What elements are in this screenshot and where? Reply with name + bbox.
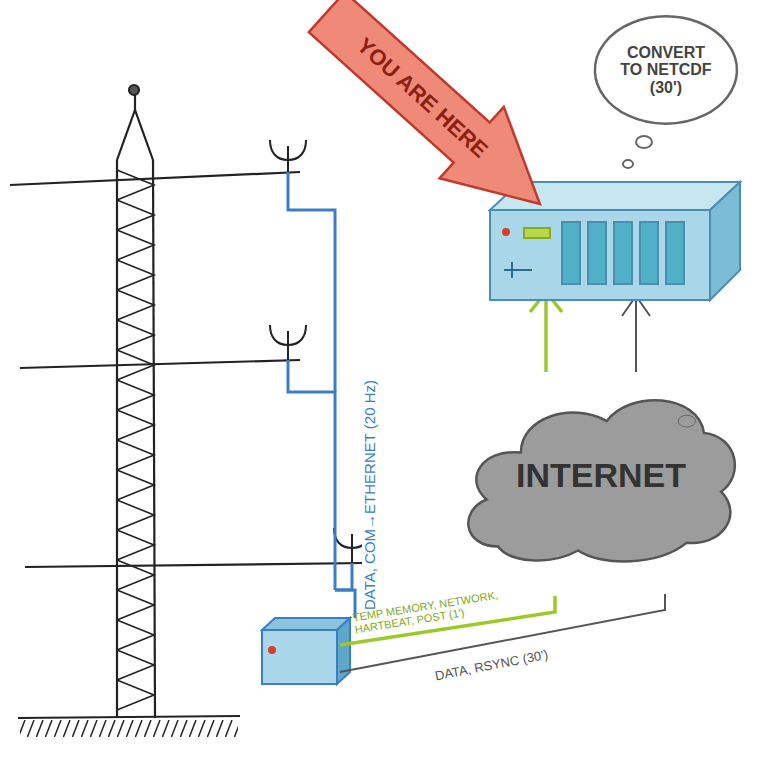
logger-box	[262, 618, 350, 684]
you-are-here-arrow: YOU ARE HERE	[294, 0, 571, 240]
data-cable	[288, 172, 355, 618]
internet-cloud: INTERNET	[458, 378, 744, 574]
thought-bubble: CONVERT TO NETCDF (30')	[592, 14, 740, 126]
met-tower	[10, 85, 370, 718]
ground	[18, 716, 240, 737]
thought-dots	[623, 136, 652, 168]
node-text: CONVERT TO NETCDF (30')	[618, 44, 714, 97]
cable-label: DATA, COM→ETHERNET (20 Hz)	[362, 378, 379, 612]
node-text: INTERNET	[516, 457, 686, 494]
node-text: YOU ARE HERE	[352, 33, 492, 162]
rsync-label: DATA, RSYNC (30')	[432, 647, 551, 684]
